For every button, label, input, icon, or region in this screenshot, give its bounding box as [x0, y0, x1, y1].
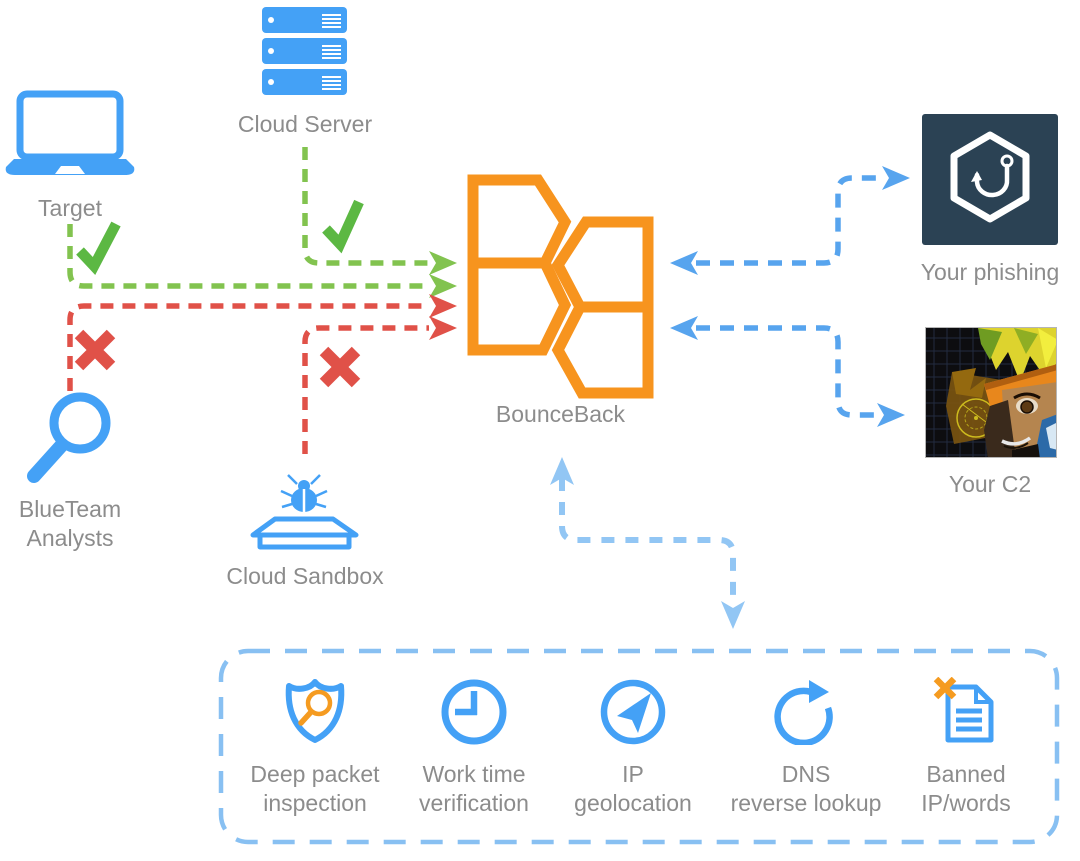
check-icon	[76, 221, 121, 275]
bounceback-logo	[465, 172, 660, 402]
magnifier-icon	[12, 390, 112, 490]
compass-icon	[599, 678, 667, 746]
laptop-icon	[4, 90, 136, 180]
arrowhead-blue	[670, 251, 698, 275]
arrowhead-blue	[882, 166, 910, 190]
document-x-icon	[932, 677, 1000, 745]
target-label: Target	[38, 195, 102, 221]
x-icon	[74, 329, 116, 371]
arrowhead-green	[429, 274, 457, 298]
c2-label: Your C2	[948, 471, 1032, 497]
x-icon	[319, 346, 361, 388]
features-panel-border	[218, 648, 1060, 845]
arrowhead-red	[429, 316, 457, 340]
feature-label-banned: Banned IP/words	[921, 761, 1011, 816]
arrowhead-down	[721, 601, 745, 629]
phishing-label: Your phishing	[920, 259, 1060, 285]
phishing-hook-icon	[922, 114, 1058, 245]
check-icon	[322, 199, 364, 254]
bounceback-phishing-path	[696, 175, 880, 266]
bounceback-label: BounceBack	[495, 401, 626, 427]
blueteam-label: BlueTeam Analysts	[18, 496, 122, 551]
feature-label-ip-geolocation: IP geolocation	[574, 761, 692, 816]
arrowhead-blue	[877, 403, 905, 427]
blueteam-to-bounceback-path	[67, 303, 429, 391]
clock-icon	[440, 678, 508, 746]
arrowhead-red	[429, 294, 457, 318]
bounceback-features-path	[559, 478, 736, 604]
feature-label-work-time: Work time verification	[419, 761, 529, 816]
sandbox-to-bounceback-path	[302, 325, 429, 454]
arrowhead-green	[429, 251, 457, 275]
refresh-icon	[772, 677, 840, 745]
target-to-bounceback-path	[67, 224, 429, 289]
cloud-server-to-bounceback-path	[302, 147, 429, 266]
arrowhead-blue	[670, 316, 698, 340]
arrowhead-up	[550, 457, 574, 485]
features-panel: Deep packet inspection Work time verific…	[218, 648, 1060, 845]
c2-logo-image	[925, 327, 1057, 458]
feature-label-deep-packet: Deep packet inspection	[250, 761, 380, 816]
cloud-server-icon	[262, 7, 347, 95]
sandbox-bug-icon	[247, 474, 362, 550]
feature-label-dns-reverse: DNS reverse lookup	[730, 761, 882, 816]
shield-magnifier-icon	[281, 677, 349, 745]
cloud-server-label: Cloud Server	[237, 111, 373, 137]
bounceback-c2-path	[696, 325, 875, 418]
cloud-sandbox-label: Cloud Sandbox	[226, 563, 384, 589]
